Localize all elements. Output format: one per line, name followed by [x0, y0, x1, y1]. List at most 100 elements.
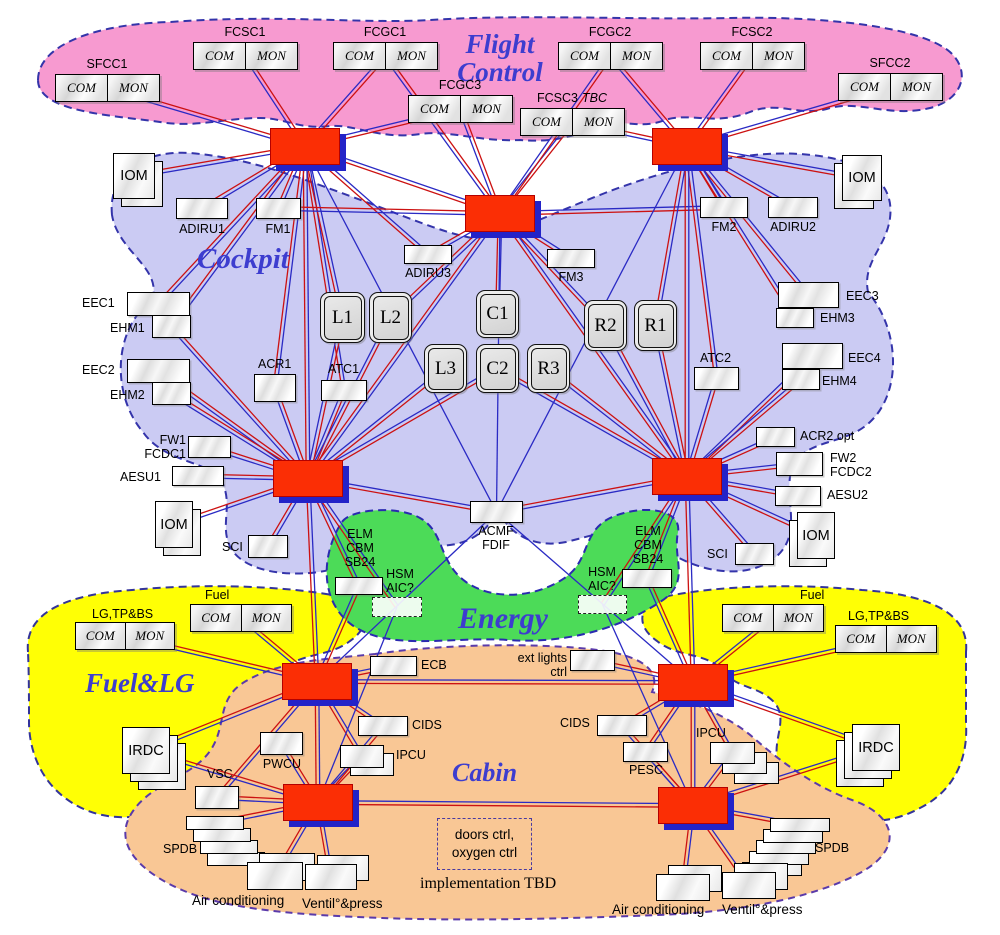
node-fm2: [700, 197, 748, 218]
node-aesu2-label: AESU2: [827, 488, 868, 502]
node-aesu1: [172, 466, 224, 486]
display-unit-r2-label: R2: [587, 303, 624, 348]
node-ehm2-label: EHM2: [110, 388, 145, 402]
node-ipcu-left-label: IPCU: [396, 748, 426, 762]
node-hsm-right: [578, 595, 627, 614]
node-fw1-line1: FW1: [159, 433, 186, 447]
node-eec2-label: EEC2: [82, 363, 115, 377]
hsm-line2: AIC?: [588, 578, 616, 593]
node-acmf-fdif: [470, 501, 523, 523]
node-adiru3: [404, 245, 452, 264]
stack-front: [186, 816, 244, 830]
display-unit-r3: R3: [527, 344, 570, 393]
node-air-conditioning-right: [656, 865, 722, 901]
com-lane: COM: [836, 626, 886, 652]
node-acmf-line2: FDIF: [482, 537, 510, 552]
node-fm2-label: FM2: [711, 220, 737, 234]
node-vsc: [195, 786, 239, 809]
node-fw2-line2: FCDC2: [830, 464, 872, 479]
display-unit-l2: L2: [369, 292, 412, 343]
node-ipcu-left: [340, 745, 394, 776]
afdx-switch-cabin-left: [283, 784, 353, 821]
stack-front: [710, 742, 755, 764]
hsm-line1: HSM: [588, 565, 616, 579]
com-lane: COM: [409, 96, 460, 122]
display-unit-c2-label: C2: [479, 347, 516, 390]
node-adiru1-label: ADIRU1: [179, 222, 225, 236]
com-lane: COM: [76, 623, 125, 649]
mon-lane: MON: [885, 626, 936, 652]
node-fw1: [188, 436, 231, 458]
mon-lane: MON: [610, 43, 662, 69]
afdx-switch-top-right: [652, 128, 722, 165]
elm-line1: ELM: [347, 527, 373, 541]
node-fm3: [547, 249, 595, 268]
ext-lights-line1: ext lights: [517, 651, 567, 665]
stack-front: [722, 872, 776, 899]
node-fw2-label: FW2 FCDC2: [830, 451, 872, 480]
implementation-tbd-note: implementation TBD: [420, 875, 557, 892]
hsm-line1: HSM: [386, 567, 414, 581]
node-iom-label: IOM: [797, 512, 835, 559]
mon-lane: MON: [752, 43, 804, 69]
mon-lane: MON: [107, 75, 159, 101]
node-elm-right-label: ELM CBM SB24: [624, 524, 672, 566]
node-iom-right-mid: IOM: [789, 512, 835, 567]
afdx-switch-mid-right: [652, 458, 722, 495]
region-title-cabin: Cabin: [452, 758, 518, 787]
node-eec3-label: EEC3: [846, 289, 879, 303]
node-sci-left: [248, 535, 288, 558]
afdx-switch-fuel-left: [282, 663, 352, 700]
node-eec4: [782, 343, 843, 369]
node-spdb-right-label: SPDB: [815, 841, 850, 855]
node-hsm-right-label: HSM AIC?: [580, 565, 624, 594]
node-doors-oxygen-ctrl: doors ctrl, oxygen ctrl: [437, 818, 532, 870]
node-elm-left: [335, 577, 383, 595]
node-atc2: [694, 367, 739, 390]
stack-front: [656, 874, 710, 901]
node-ehm2: [152, 382, 191, 405]
node-cids-right-label: CIDS: [560, 716, 590, 730]
node-cids-left-label: CIDS: [412, 718, 442, 732]
display-unit-c2: C2: [476, 344, 519, 393]
node-irdc-left: IRDC: [122, 727, 186, 790]
node-fcgc3-label: FCGC3: [438, 78, 482, 92]
node-elm-left-label: ELM CBM SB24: [337, 527, 383, 569]
node-eec1: [127, 292, 190, 316]
node-air-conditioning-right-label: Air conditioning: [612, 902, 705, 917]
node-ehm3-label: EHM3: [820, 311, 855, 325]
node-acr2: [756, 427, 795, 447]
node-fcsc2-label: FCSC2: [731, 25, 773, 39]
com-lane: COM: [559, 43, 610, 69]
node-adiru2: [768, 197, 818, 218]
node-eec2: [127, 359, 190, 383]
node-air-conditioning-left-label: Air conditioning: [192, 893, 285, 908]
node-iom-label: IOM: [113, 153, 155, 199]
mon-lane: MON: [385, 43, 437, 69]
node-spdb-right: [742, 818, 830, 876]
node-sfcc1-label: SFCC1: [86, 57, 128, 71]
node-ventil-press-left: [305, 855, 369, 890]
node-ehm4-label: EHM4: [822, 374, 857, 388]
node-lgtpbs-left-label: LG,TP&BS: [92, 607, 154, 621]
node-ecb-label: ECB: [421, 658, 447, 672]
region-title-energy: Energy: [458, 602, 548, 635]
region-title-flight-control: Flight Control: [457, 29, 543, 88]
node-acmf-line1: ACMF: [478, 524, 514, 538]
elm-line2: CBM: [346, 540, 374, 555]
display-unit-l3: L3: [424, 344, 467, 393]
node-sci-right: [735, 543, 774, 565]
node-iom-left-mid: IOM: [155, 501, 201, 556]
node-ventil-press-right: [722, 863, 788, 899]
elm-line3: SB24: [344, 554, 376, 569]
mon-lane: MON: [572, 109, 624, 135]
afdx-switch-top-center: [465, 195, 535, 232]
